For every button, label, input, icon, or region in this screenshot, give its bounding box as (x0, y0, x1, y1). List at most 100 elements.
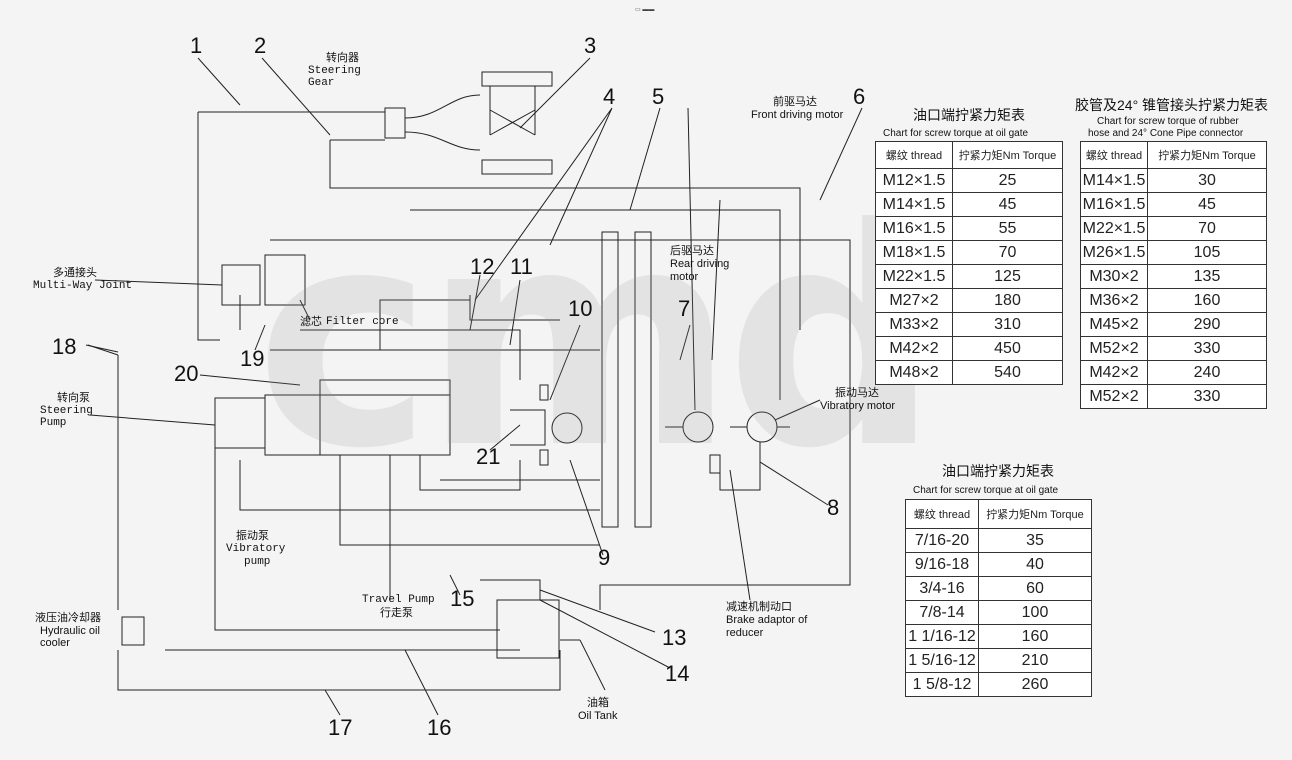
steering-gear-label-cn: 转向器 (326, 52, 359, 64)
callout-1: 1 (190, 33, 203, 58)
steering-gear-label-en1: Steering (308, 65, 361, 77)
front-motor-label-en: Front driving motor (751, 109, 844, 121)
rear-motor-label-en2: motor (670, 271, 699, 283)
frame-member-right (634, 231, 652, 528)
rear-driving-motor (551, 412, 583, 444)
thread-cell: 1 5/8-12 (905, 672, 979, 697)
brake-label-cn: 减速机制动口 (726, 601, 792, 613)
torque-cell: 55 (952, 216, 1063, 241)
callout-15: 15 (450, 586, 475, 611)
vib-motor-label-en: Vibratory motor (820, 400, 895, 412)
callout-13: 13 (662, 625, 687, 650)
callout-16: 16 (427, 715, 452, 740)
table1-head-thread: 螺纹 thread (875, 141, 953, 169)
oil-tank (496, 599, 560, 659)
torque-cell: 290 (1147, 312, 1267, 337)
rear-motor-label-cn: 后驱马达 (670, 245, 714, 257)
torque-cell: 160 (978, 624, 1092, 649)
torque-cell: 210 (978, 648, 1092, 673)
table2-head-thread: 螺纹 thread (1080, 141, 1148, 169)
travel-pump-label-en: Travel Pump (362, 594, 435, 606)
multiway-label-en: Multi-Way Joint (33, 280, 133, 292)
torque-cell: 135 (1147, 264, 1267, 289)
thread-cell: M42×2 (1080, 360, 1148, 385)
callout-9: 9 (598, 545, 611, 570)
cooler-label-en2: cooler (40, 637, 70, 649)
steering-pump-label-cn: 转向泵 (57, 392, 90, 404)
thread-cell: M42×2 (875, 336, 953, 361)
thread-cell: M16×1.5 (875, 216, 953, 241)
table3-title-cn: 油口端拧紧力矩表 (942, 463, 1054, 479)
brake-label-en2: reducer (726, 627, 764, 639)
thread-cell: M22×1.5 (1080, 216, 1148, 241)
front-motor-label-cn: 前驱马达 (773, 96, 817, 108)
callout-20: 20 (174, 361, 199, 386)
steering-pump-label-en2: Pump (40, 417, 67, 429)
filter-label-cn: 滤芯 (300, 316, 322, 328)
thread-cell: M36×2 (1080, 288, 1148, 313)
torque-cell: 450 (952, 336, 1063, 361)
travel-pump-block (319, 394, 451, 456)
thread-cell: M12×1.5 (875, 168, 953, 193)
torque-cell: 105 (1147, 240, 1267, 265)
torque-cell: 30 (1147, 168, 1267, 193)
table3-head-torque: 拧紧力矩Nm Torque (978, 499, 1092, 529)
torque-cell: 260 (978, 672, 1092, 697)
table2-title-en1: Chart for screw torque of rubber (1097, 116, 1239, 127)
steering-gear-block (384, 107, 406, 139)
table3-title-en: Chart for screw torque at oil gate (913, 485, 1059, 496)
cooler-block (121, 616, 145, 646)
thread-cell: M52×2 (1080, 384, 1148, 409)
thread-cell: 3/4-16 (905, 576, 979, 601)
header-mark: ▭ ▬▬ (635, 7, 655, 13)
torque-cell: 35 (978, 528, 1092, 553)
rear-motor-label-en1: Rear driving (670, 258, 730, 270)
callout-8: 8 (827, 495, 840, 520)
torque-cell: 125 (952, 264, 1063, 289)
table1-head-torque: 拧紧力矩Nm Torque (952, 141, 1063, 169)
torque-cell: 70 (1147, 216, 1267, 241)
tank-label-cn: 油箱 (587, 697, 609, 709)
table2-title-cn: 胶管及24° 锥管接头拧紧力矩表 (1075, 97, 1269, 113)
travel-pump-label-cn: 行走泵 (380, 607, 413, 619)
thread-cell: M16×1.5 (1080, 192, 1148, 217)
steering-cylinder-bottom (481, 159, 553, 175)
callout-11: 11 (510, 254, 533, 279)
table2-title-en2: hose and 24° Cone Pipe connector (1088, 128, 1244, 139)
filter-label-en: Filter core (326, 316, 399, 328)
thread-cell: M22×1.5 (875, 264, 953, 289)
torque-cell: 45 (952, 192, 1063, 217)
thread-cell: 1 5/16-12 (905, 648, 979, 673)
callout-12: 12 (470, 254, 495, 279)
watermark: cmd (255, 165, 940, 514)
brake-label-en1: Brake adaptor of (726, 614, 808, 626)
callout-3: 3 (584, 33, 597, 58)
thread-cell: M52×2 (1080, 336, 1148, 361)
thread-cell: M26×1.5 (1080, 240, 1148, 265)
thread-cell: M14×1.5 (1080, 168, 1148, 193)
torque-cell: 330 (1147, 336, 1267, 361)
torque-cell: 45 (1147, 192, 1267, 217)
thread-cell: 9/16-18 (905, 552, 979, 577)
